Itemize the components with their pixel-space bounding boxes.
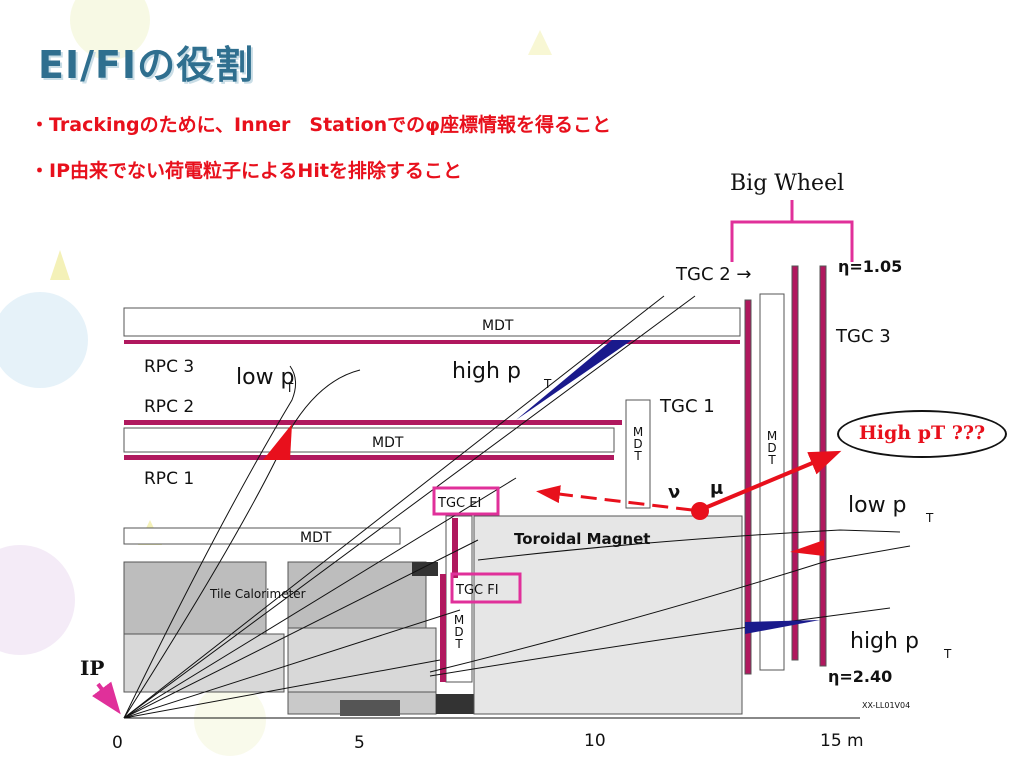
interaction-point-dot bbox=[691, 502, 709, 520]
mdt-middle bbox=[123, 427, 615, 453]
tgc-ei-box bbox=[432, 486, 500, 516]
calorimeter-blocks bbox=[123, 561, 476, 716]
slide-title: EI/FIの役割 bbox=[38, 43, 255, 87]
tgc2-chamber bbox=[791, 265, 799, 661]
rpc2-layer bbox=[124, 420, 622, 425]
low-pt-endcap-label: low p bbox=[848, 493, 907, 518]
tgc-fi-label: TGC FI bbox=[455, 583, 499, 598]
high-pt-endcap-subscript: T bbox=[943, 647, 952, 661]
particle-tracks bbox=[123, 295, 911, 719]
axis-tick-15: 15 m bbox=[820, 731, 864, 751]
low-pt-endcap-subscript: T bbox=[925, 511, 934, 525]
big-wheel-label: Big Wheel bbox=[730, 171, 845, 196]
mdt-middle-label: MDT bbox=[372, 435, 404, 451]
rpc1-label: RPC 1 bbox=[144, 469, 194, 489]
tgc-ei-chamber bbox=[452, 518, 458, 578]
mdt-inner-label: MDT bbox=[300, 530, 332, 546]
mdt-outer bbox=[123, 307, 741, 337]
axis-tick-10: 10 bbox=[584, 731, 606, 751]
high-pt-barrel-label: high p bbox=[452, 359, 521, 384]
high-pt-question-oval: High pT ??? bbox=[837, 410, 1007, 458]
tile-calorimeter-label: Tile Calorimeter bbox=[209, 587, 306, 601]
tgc3-chamber bbox=[819, 265, 827, 667]
low-pt-coincidence-window bbox=[263, 424, 292, 460]
rpc3-layer bbox=[124, 340, 740, 344]
low-pt-barrel-subscript: T bbox=[285, 381, 294, 395]
rpc3-label: RPC 3 bbox=[144, 357, 194, 377]
eta-top-label: η=1.05 bbox=[838, 257, 902, 276]
axis-tick-0: 0 bbox=[112, 733, 123, 753]
muon-arrow bbox=[699, 450, 842, 512]
low-pt-barrel-label: low p bbox=[236, 365, 295, 390]
tgc1-label: TGC 1 bbox=[659, 396, 715, 417]
mdt-endcap-inner bbox=[445, 515, 473, 683]
rpc1-layer bbox=[124, 455, 614, 460]
nu-label: ν bbox=[668, 482, 680, 503]
tgc-ei-label: TGC EI bbox=[437, 496, 481, 511]
high-pt-endcap-label: high p bbox=[850, 629, 919, 654]
mdt-endcap-small bbox=[625, 399, 651, 509]
axis-tick-5: 5 bbox=[354, 733, 365, 753]
tgc2-label: TGC 2 → bbox=[675, 264, 752, 285]
figure-code: XX-LL01V04 bbox=[862, 701, 910, 710]
toroidal-magnet-body bbox=[473, 515, 743, 715]
high-pt-coincidence-window bbox=[516, 340, 632, 420]
mdt-inner bbox=[123, 527, 401, 545]
tgc3-label: TGC 3 bbox=[835, 326, 891, 347]
ip-arrow bbox=[92, 681, 121, 715]
rpc2-label: RPC 2 bbox=[144, 397, 194, 417]
tgc-fi-chamber bbox=[440, 574, 446, 682]
tgc-fi-box bbox=[450, 572, 522, 604]
toroidal-magnet-label: Toroidal Magnet bbox=[514, 530, 650, 548]
big-wheel-bracket bbox=[730, 200, 854, 262]
bullet-tracking: ・Trackingのために、Inner Stationでのφ座標情報を得ること bbox=[30, 114, 612, 136]
bullet-hit-rejection: ・IP由来でない荷電粒子によるHitを排除すること bbox=[30, 160, 462, 182]
mu-label: μ bbox=[710, 478, 723, 499]
high-pt-question-label: High pT ??? bbox=[858, 422, 986, 444]
neutral-particle-arrow bbox=[536, 485, 693, 512]
low-pt-endcap-window bbox=[790, 540, 824, 556]
mdt-outer-label: MDT bbox=[482, 318, 514, 334]
ip-label: IP bbox=[80, 656, 105, 680]
high-pt-barrel-subscript: T bbox=[543, 377, 552, 391]
eta-bottom-label: η=2.40 bbox=[828, 667, 892, 686]
high-pt-endcap-window bbox=[745, 620, 820, 634]
